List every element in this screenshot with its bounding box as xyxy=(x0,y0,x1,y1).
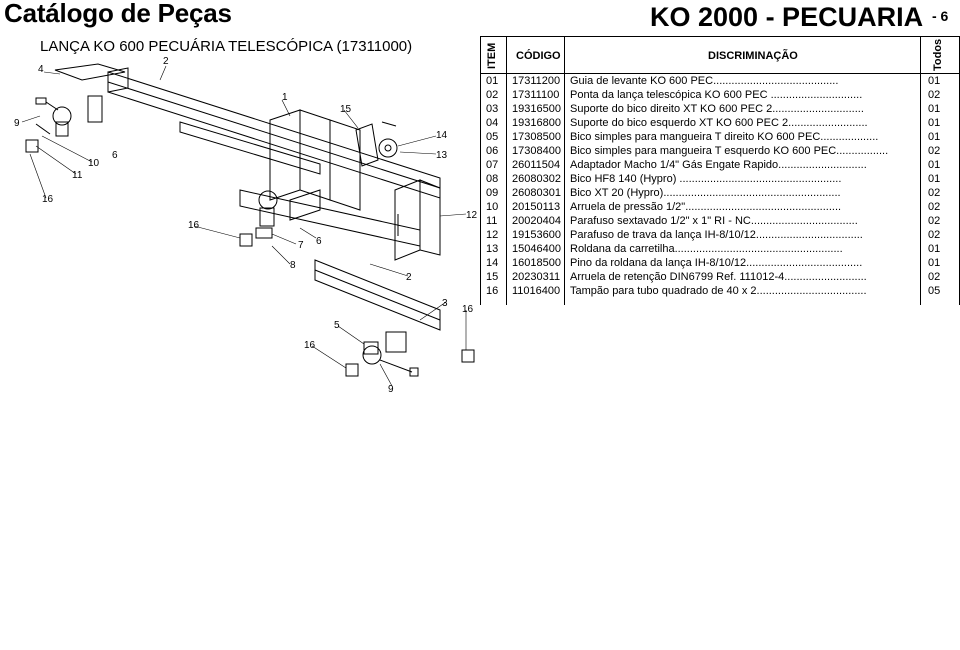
cap-16-a xyxy=(25,139,39,153)
callout-16c: 16 xyxy=(462,304,474,315)
page-title: Catálogo de Peças xyxy=(4,0,232,28)
callout-9b: 9 xyxy=(388,384,394,395)
callout-13: 13 xyxy=(436,150,448,161)
model-title: KO 2000 - PECUARIA xyxy=(650,2,924,32)
callout-5: 5 xyxy=(334,320,340,331)
callout-6: 6 xyxy=(112,150,118,161)
callout-1: 1 xyxy=(282,92,288,103)
callout-2b: 2 xyxy=(406,272,412,283)
page-number: - 6 xyxy=(932,8,949,24)
exploded-parts-diagram: 1 2 2 3 4 5 6 6 7 8 9 9 10 11 12 13 14 1… xyxy=(14,56,478,395)
nozzle-upper-left xyxy=(35,97,72,137)
callout-6b: 6 xyxy=(316,236,322,247)
header-description: DISCRIMINAÇÃO xyxy=(708,50,798,62)
callout-16b: 16 xyxy=(188,220,200,231)
cap-16-b xyxy=(239,233,253,247)
callout-16a: 16 xyxy=(42,194,54,205)
left-post xyxy=(87,95,103,123)
header-code: CÓDIGO xyxy=(516,50,561,62)
callout-7: 7 xyxy=(298,240,304,251)
nozzle-middle xyxy=(255,190,278,239)
cap-16-d xyxy=(461,349,475,363)
callout-9: 9 xyxy=(14,118,20,129)
callout-3: 3 xyxy=(442,298,448,309)
callout-8: 8 xyxy=(290,260,296,271)
callout-11: 11 xyxy=(72,170,83,181)
callout-12: 12 xyxy=(466,210,478,221)
callout-4: 4 xyxy=(38,64,44,75)
telescopic-tip xyxy=(314,259,441,331)
nozzle-lower xyxy=(362,341,419,377)
callout-10: 10 xyxy=(88,158,100,169)
mounting-plate xyxy=(54,63,126,81)
callout-14: 14 xyxy=(436,130,448,141)
callout-2: 2 xyxy=(163,56,169,67)
assembly-subtitle: LANÇA KO 600 PECUÁRIA TELESCÓPICA (17311… xyxy=(40,38,413,55)
header-quantity: Todos xyxy=(932,38,944,71)
frame-side xyxy=(269,109,301,201)
header-item: ITEM xyxy=(486,42,498,69)
cap-16-c xyxy=(345,363,359,377)
callout-16d: 16 xyxy=(304,340,316,351)
callout-15: 15 xyxy=(340,104,352,115)
pulley xyxy=(378,138,398,158)
